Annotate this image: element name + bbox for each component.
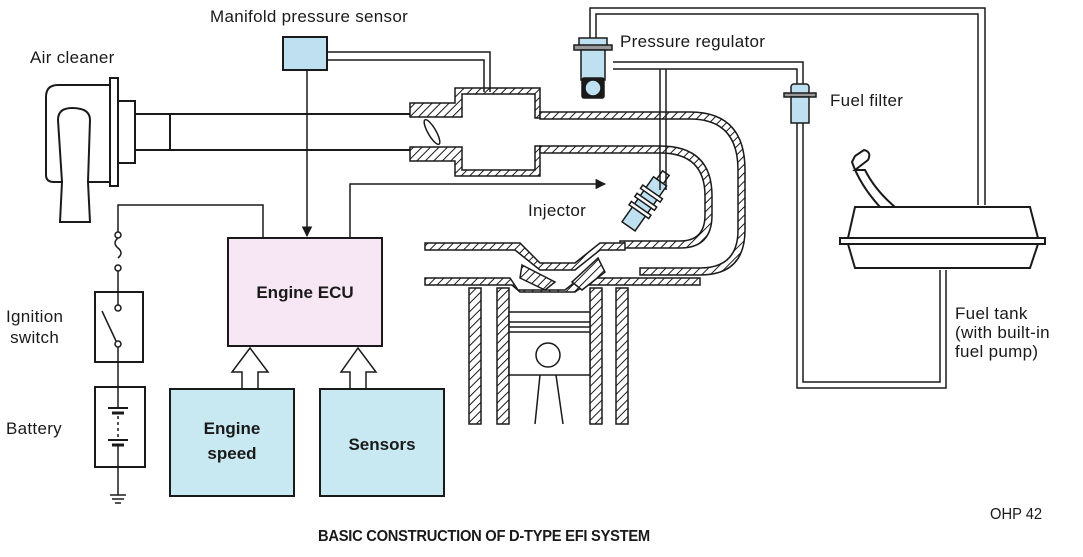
engine-ecu-label: Engine ECU [256,283,354,302]
injector-icon [620,169,671,233]
surge-tank [409,87,746,276]
fuel-filter-icon [783,83,817,124]
page-reference: OHP 42 [990,506,1043,523]
engine-speed-label: Engine speed [170,418,294,464]
pressure-regulator-icon [573,37,613,99]
throttle-valve-icon [423,118,441,146]
engine-ecu-block [227,237,383,347]
ignition-switch-icon [94,291,144,363]
sensors-label: Sensors [348,435,416,454]
ignition-switch-label: Ignition switch [6,306,63,348]
fuel-tank-label-line3: fuel pump) [955,342,1039,361]
engine-speed-block [169,388,295,497]
manifold-pressure-sensor-icon [282,36,328,71]
battery-label: Battery [6,419,62,438]
sensors-block [319,388,445,497]
engine-speed-label-line2: speed [207,444,257,463]
pressure-regulator-label: Pressure regulator [620,32,766,51]
manifold-pressure-sensor-label: Manifold pressure sensor [210,7,409,26]
engine-speed-arrow-icon [230,346,270,388]
vacuum-hose [327,51,491,92]
injector-label: Injector [528,201,587,220]
fuel-lines [589,7,986,389]
ignition-switch-label-line2: switch [10,328,60,347]
engine-speed-label-line1: Engine [203,419,261,438]
sensors-arrow-icon [339,346,378,388]
air-cleaner-label: Air cleaner [30,48,115,67]
engine-cylinder [424,242,701,425]
diagram-caption: BASIC CONSTRUCTION OF D-TYPE EFI SYSTEM [318,528,650,545]
fuel-tank-icon [839,148,1046,269]
piston [508,311,591,425]
air-cleaner [45,77,136,223]
power-circuit [94,204,264,504]
injector-signal-line [349,178,607,238]
fuel-tank-label-line1: Fuel tank [955,304,1028,323]
battery-icon [94,386,146,468]
fuel-tank-label-line2: (with built-in [955,323,1050,342]
fuel-filter-label: Fuel filter [830,91,904,110]
intake-pipe [135,113,420,151]
ignition-switch-label-line1: Ignition [6,307,64,326]
fuel-tank-label: Fuel tank (with built-in fuel pump) [955,304,1050,361]
